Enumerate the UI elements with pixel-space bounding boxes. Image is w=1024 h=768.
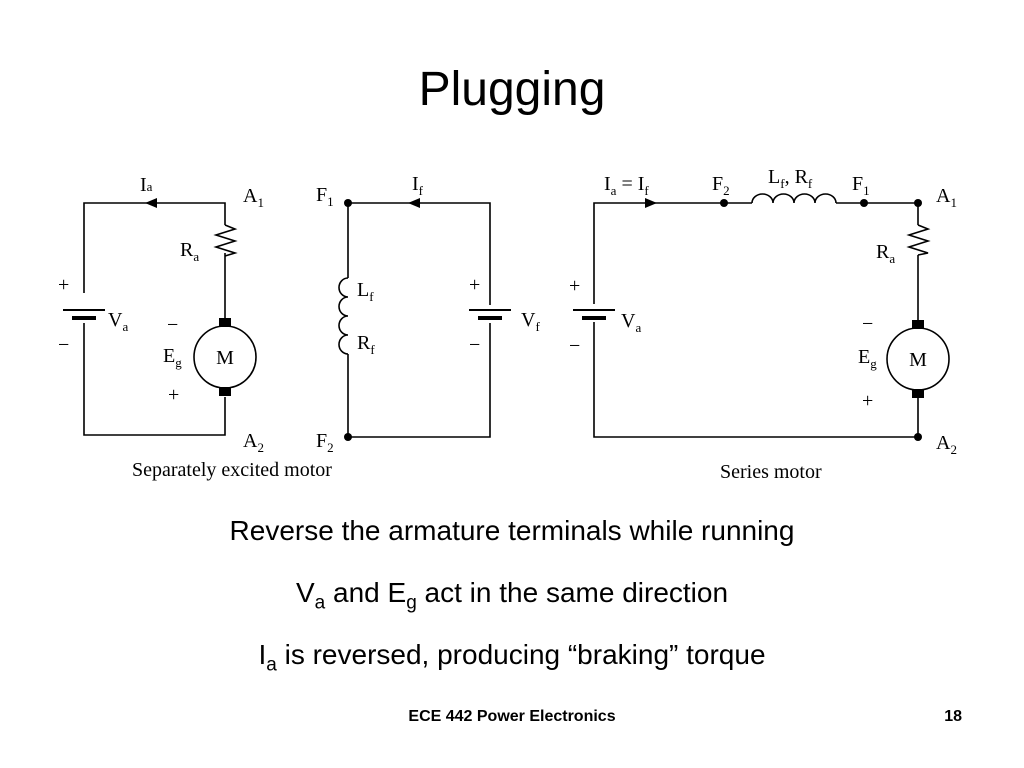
motor-symbol-right: M [909,349,927,371]
label-va-right: Va [621,310,641,335]
brush-right-top [912,320,924,329]
label-vf: Vf [521,309,540,334]
label-plus-vf: + [469,274,480,296]
label-f1-left: F1 [316,184,334,209]
label-plus-eg-right: + [862,390,873,412]
terminal-f2-right [720,199,728,207]
label-f2-right: F2 [712,173,730,198]
motor-circuit-diagram: Ia A1 Ra + − Va − Eg + M A2 F1 If Lf Rf … [58,166,957,483]
label-minus-eg-right: − [862,313,873,335]
label-a2-left: A2 [243,430,264,455]
caption-separately-excited: Separately excited motor [132,459,332,481]
label-a1-right: A1 [936,185,957,210]
label-if: If [412,173,424,198]
terminal-f1-right [860,199,868,207]
label-ra-left: Ra [180,239,199,264]
label-eg-left: Eg [163,345,182,370]
label-va-left: Va [108,309,128,334]
bullet-list: Reverse the armature terminals while run… [0,508,1024,694]
resistor-ra-series [906,224,931,256]
label-f2-left: F2 [316,430,334,455]
terminal-a2-right [914,433,922,441]
field-circuit [338,202,511,438]
label-minus-eg-left: − [167,314,178,336]
inductor-lf-coil [338,277,349,355]
label-lf: Lf [357,279,374,304]
page-number: 18 [944,708,962,725]
label-ia-equals-if: Ia = If [604,173,649,198]
terminal-f1-left [344,199,352,207]
label-minus-va-left: − [58,334,69,356]
brush-left-bottom [219,387,231,396]
label-a2-right: A2 [936,432,957,457]
brush-right-bottom [912,389,924,398]
current-arrow-ia-left [145,198,157,208]
brush-left-top [219,318,231,327]
label-minus-vf: − [469,334,480,356]
label-eg-right: Eg [858,346,877,371]
label-minus-va-right: − [569,335,580,357]
terminal-a1-right [914,199,922,207]
terminal-f2-left [344,433,352,441]
label-f1-right: F1 [852,173,870,198]
inductor-series-field-coil [751,193,837,204]
resistor-ra [213,224,238,257]
label-ia-left: Ia [140,174,153,196]
bullet-item: Reverse the armature terminals while run… [229,515,795,546]
caption-series-motor: Series motor [720,461,822,483]
motor-symbol-left: M [216,347,234,369]
label-rf: Rf [357,332,375,357]
bullet-item: Ia is reversed, producing “braking” torq… [258,639,766,676]
label-plus-eg-left: + [168,384,179,406]
label-lf-rf-series: Lf, Rf [768,166,813,191]
current-arrow-if [408,198,420,208]
bullet-item: Va and Eg act in the same direction [295,577,729,614]
footer-course-title: ECE 442 Power Electronics [408,708,616,725]
label-plus-va-right: + [569,275,580,297]
label-a1-left: A1 [243,185,264,210]
label-ra-right: Ra [876,241,895,266]
current-arrow-ia-series [645,198,657,208]
slide-title: Plugging [418,63,606,116]
label-plus-va-left: + [58,274,69,296]
